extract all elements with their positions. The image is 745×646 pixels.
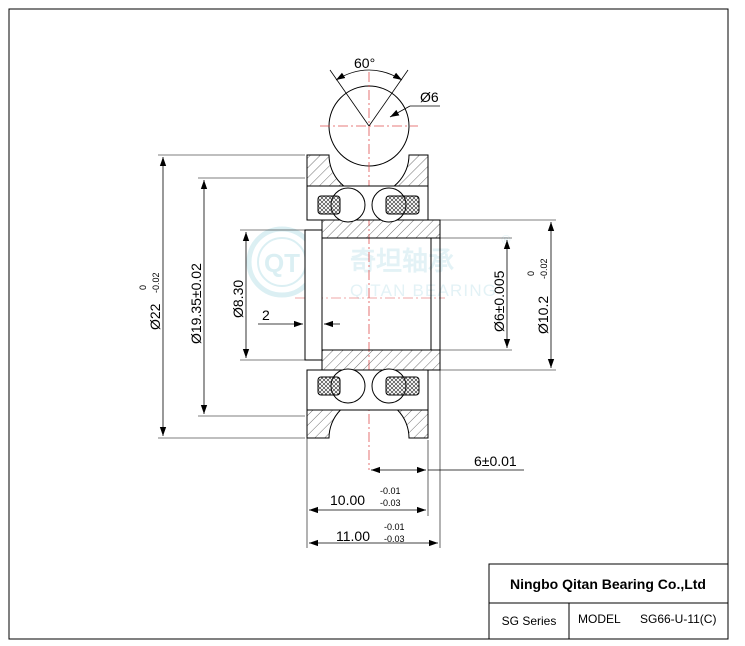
watermark-cn-text: 奇坦轴承 [350, 247, 454, 277]
ball-row-lower [306, 368, 429, 411]
inner-ring-upper [321, 219, 441, 239]
model-label: MODEL [578, 612, 621, 626]
width-total-label: 11.00 [336, 528, 370, 544]
outer-dia-tol-upper: 0 [138, 285, 148, 290]
seal [385, 376, 420, 396]
title-block: Ningbo Qitan Bearing Co.,Ltd SG Series M… [488, 563, 729, 640]
sheet-border [8, 8, 729, 640]
flange-left [304, 229, 323, 361]
inner-ring-tol-upper: 0 [526, 271, 536, 276]
width-outer-tol-upper: -0.01 [380, 486, 401, 496]
company-name: Ningbo Qitan Bearing Co.,Ltd [510, 576, 706, 592]
bore-side-dia-label: Ø8.30 [230, 280, 246, 318]
width-outer-tol-lower: -0.03 [380, 498, 401, 508]
ball-row-upper [306, 185, 429, 223]
groove-dia-label: Ø6 [420, 89, 439, 105]
watermark-en-text: QITAN BEARING [350, 281, 496, 300]
inner-ring-lower [321, 349, 441, 371]
groove-dia-leader [389, 105, 411, 118]
width-outer-label: 10.00 [330, 492, 365, 508]
bore-dia-label: Ø6±0.005 [491, 270, 507, 332]
model-value: SG66-U-11(C) [640, 612, 716, 626]
angle-line-right [368, 69, 409, 127]
seal [317, 376, 341, 396]
outer-dia-tol-lower: -0.02 [151, 272, 161, 293]
angle-line-left [329, 69, 370, 127]
groove-bottom-dia-label: Ø19.35±0.02 [188, 263, 204, 344]
width-total-tol-upper: -0.01 [384, 522, 405, 532]
watermark: QT 奇坦轴承 ® QITAN BEARING [246, 226, 512, 300]
width-total-tol-lower: -0.03 [384, 534, 405, 544]
inner-ring-dia-label: Ø10.2 [535, 296, 551, 334]
watermark-logo-text: QT [264, 248, 300, 278]
seal [385, 195, 420, 215]
angle-label: 60° [354, 55, 375, 71]
watermark-mark: ® [500, 233, 512, 247]
series-label: SG Series [502, 614, 557, 628]
shoulder-label: 2 [262, 307, 270, 323]
seal [317, 195, 341, 215]
offset-label: 6±0.01 [474, 453, 517, 469]
inner-ring-tol-lower: -0.02 [539, 258, 549, 279]
angle-arc [335, 69, 403, 81]
outer-dia-label: Ø22 [147, 303, 163, 330]
